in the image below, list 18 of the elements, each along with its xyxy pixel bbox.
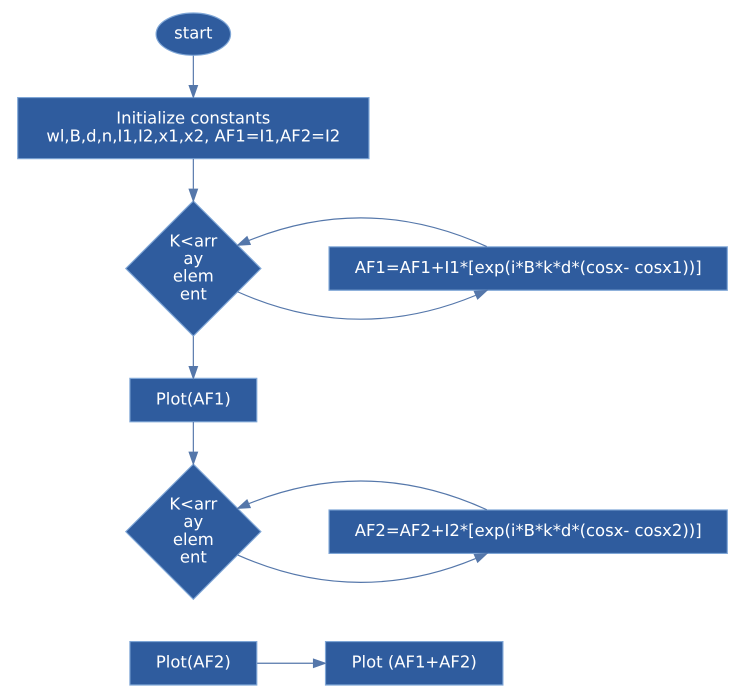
arrow (237, 552, 488, 583)
arrow (188, 56, 198, 100)
node-box: AF2=AF2+I2*[exp(i*B*k*d*(cosx- cosx2))] (328, 509, 728, 554)
arrow (188, 158, 198, 203)
node-diamond: K<arr ay elem ent (124, 200, 262, 337)
arrow (237, 290, 488, 320)
arrow (188, 336, 198, 380)
node-box: Initialize constants wl,B,d,n,I1,I2,x1,x2, AF1=I1,AF2=I2 (16, 97, 370, 160)
node-ellipse: start (155, 12, 231, 56)
arrow (256, 658, 327, 668)
node-diamond: K<arr ay elem ent (124, 463, 262, 600)
node-box: Plot(AF1) (128, 378, 257, 422)
arrow (236, 217, 486, 248)
arrow (188, 422, 198, 466)
arrow (236, 480, 486, 510)
node-box: AF1=AF1+I1*[exp(i*B*k*d*(cosx- cosx1))] (328, 246, 728, 291)
node-box: Plot(AF2) (128, 640, 257, 686)
node-box: Plot (AF1+AF2) (324, 640, 503, 686)
